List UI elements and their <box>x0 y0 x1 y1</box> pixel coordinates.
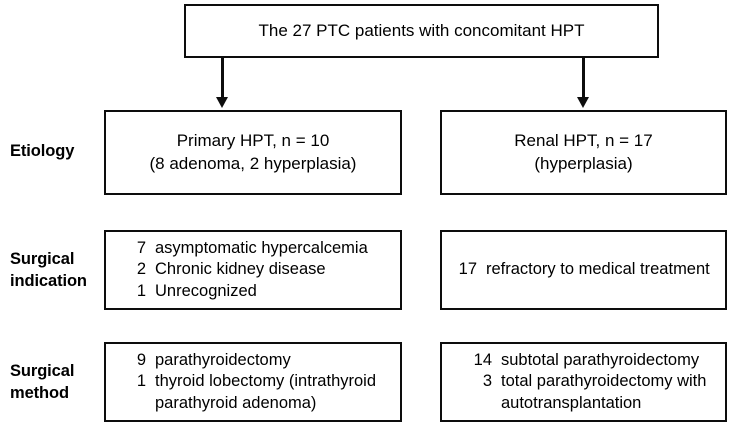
arrow-head-primary <box>216 97 228 108</box>
list-item-label: asymptomatic hypercalcemia <box>155 238 368 257</box>
arrow-head-renal <box>577 97 589 108</box>
list-item-label: subtotal parathyroidectomy <box>501 350 700 369</box>
list-item-label: Unrecognized <box>155 281 257 300</box>
row-label-etiology: Etiology <box>10 142 75 160</box>
list-item-label: parathyroidectomy <box>155 350 291 369</box>
etiology-renal-text: Renal HPT, n = 17 (hyperplasia) <box>514 130 653 173</box>
etiology-primary-text: Primary HPT, n = 10 (8 adenoma, 2 hyperp… <box>149 130 357 173</box>
list-item: 1 Unrecognized <box>124 281 368 302</box>
root-box: The 27 PTC patients with concomitant HPT <box>184 4 659 58</box>
indication-primary-list: 7 asymptomatic hypercalcemia 2 Chronic k… <box>106 238 368 302</box>
list-item-label: thyroid lobectomy (intrathyroid parathyr… <box>155 372 377 412</box>
list-item: 9 parathyroidectomy <box>124 350 376 371</box>
etiology-renal-box: Renal HPT, n = 17 (hyperplasia) <box>440 110 727 195</box>
list-item: 14 subtotal parathyroidectomy <box>470 350 706 371</box>
list-item-count: 14 <box>473 350 492 369</box>
list-item-count: 3 <box>482 372 492 391</box>
list-item-count: 7 <box>136 238 146 257</box>
indication-renal-list: 17 refractory to medical treatment <box>442 259 710 280</box>
indication-renal-box: 17 refractory to medical treatment <box>440 230 727 310</box>
connector-horizontal-left <box>221 58 224 98</box>
list-item-label: refractory to medical treatment <box>486 260 710 279</box>
root-box-text: The 27 PTC patients with concomitant HPT <box>258 20 585 40</box>
row-label-surgical-indication: Surgical indication <box>10 250 87 290</box>
list-item-count: 17 <box>458 260 477 279</box>
list-item-count: 1 <box>136 281 146 300</box>
list-item-label: Chronic kidney disease <box>155 260 326 279</box>
indication-primary-box: 7 asymptomatic hypercalcemia 2 Chronic k… <box>104 230 402 310</box>
list-item: 3 total parathyroidectomy with autotrans… <box>470 371 707 414</box>
list-item: 7 asymptomatic hypercalcemia <box>124 238 368 259</box>
list-item: 1 thyroid lobectomy (intrathyroid parath… <box>124 371 376 414</box>
connector-horizontal-right <box>582 58 585 98</box>
list-item: 2 Chronic kidney disease <box>124 259 368 280</box>
method-primary-list: 9 parathyroidectomy 1 thyroid lobectomy … <box>106 350 376 414</box>
method-renal-list: 14 subtotal parathyroidectomy 3 total pa… <box>442 350 707 414</box>
list-item-count: 2 <box>136 260 146 279</box>
method-renal-box: 14 subtotal parathyroidectomy 3 total pa… <box>440 342 727 422</box>
method-primary-box: 9 parathyroidectomy 1 thyroid lobectomy … <box>104 342 402 422</box>
list-item-count: 1 <box>136 372 146 391</box>
list-item: 17 refractory to medical treatment <box>455 259 710 280</box>
list-item-label: total parathyroidectomy with autotranspl… <box>501 372 707 412</box>
list-item-count: 9 <box>136 350 146 369</box>
etiology-primary-box: Primary HPT, n = 10 (8 adenoma, 2 hyperp… <box>104 110 402 195</box>
row-label-surgical-method: Surgical method <box>10 362 75 402</box>
